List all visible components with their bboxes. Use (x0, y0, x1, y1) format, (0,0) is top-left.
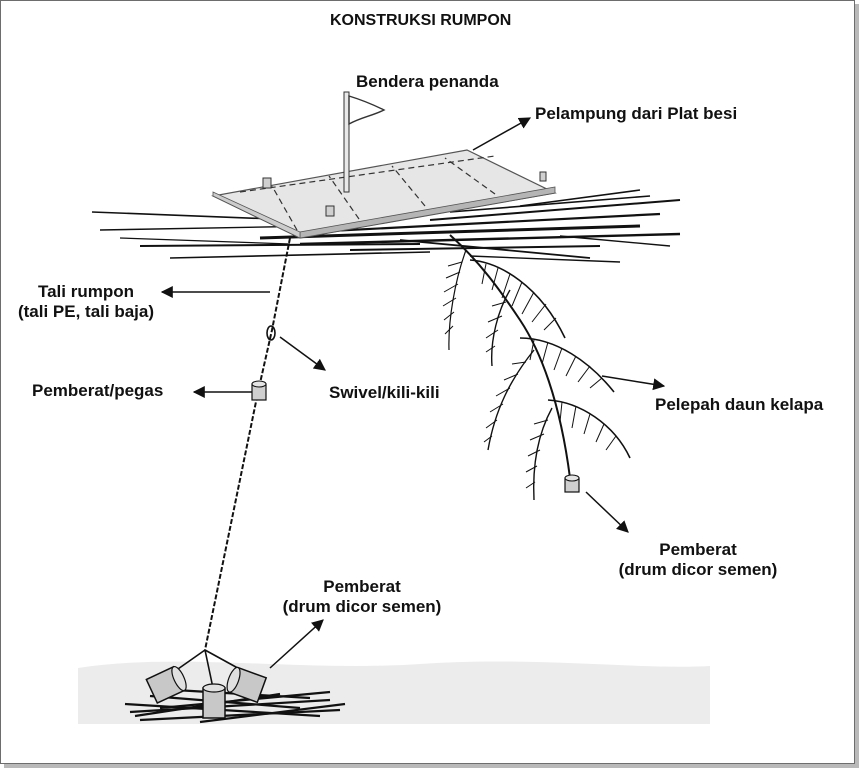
label-anchor: Pemberat (drum dicor semen) (252, 577, 472, 617)
label-weight-spring: Pemberat/pegas (32, 381, 164, 400)
label-anchor-line1: Pemberat (323, 577, 401, 596)
label-anchor-line2: (drum dicor semen) (282, 597, 442, 616)
label-float: Pelampung dari Plat besi (535, 104, 738, 123)
float-plate (211, 149, 557, 239)
anchor-drums (145, 665, 268, 719)
diagram-title: KONSTRUKSI RUMPON (330, 12, 512, 29)
swivel (266, 325, 276, 341)
spring-weight (251, 380, 267, 401)
label-frond-weight-line2: (drum dicor semen) (618, 560, 778, 579)
label-swivel: Swivel/kili-kili (329, 383, 440, 402)
label-rope-line1: Tali rumpon (37, 282, 134, 301)
marker-flag (343, 91, 386, 193)
label-frond-weight-line1: Pemberat (659, 540, 737, 559)
label-frond: Pelepah daun kelapa (655, 395, 824, 414)
seabed-debris (124, 688, 346, 724)
palm-frond-attractor (442, 234, 631, 501)
mooring-rope (204, 237, 291, 651)
callout-arrows (160, 117, 666, 669)
label-flag: Bendera penanda (356, 72, 499, 91)
surface-debris (91, 189, 681, 263)
label-rope: Tali rumpon (tali PE, tali baja) (0, 282, 172, 322)
label-frond-weight: Pemberat (drum dicor semen) (588, 540, 808, 580)
label-rope-line2: (tali PE, tali baja) (17, 302, 155, 321)
frond-weight (564, 474, 580, 493)
